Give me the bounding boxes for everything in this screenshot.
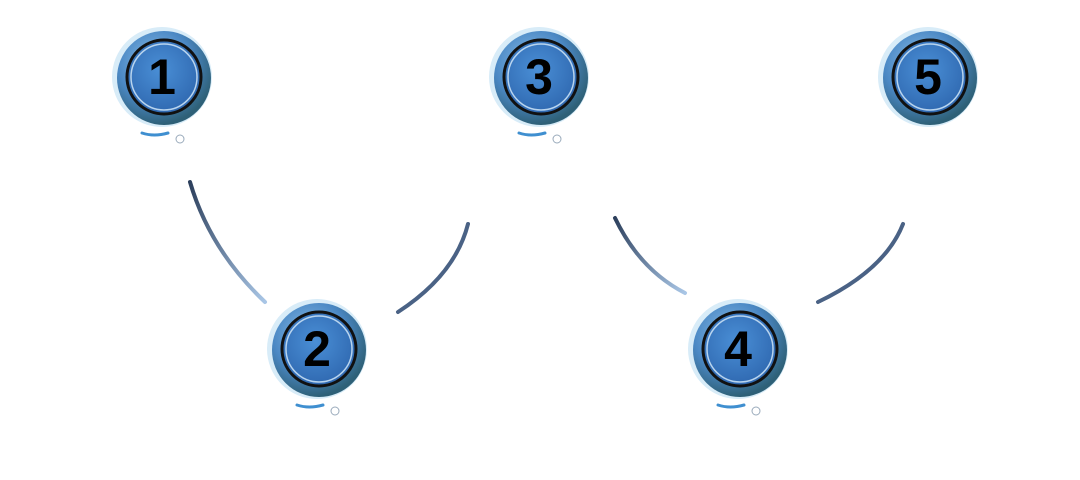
step-5-number: 5: [914, 49, 942, 105]
step-2-number: 2: [303, 321, 331, 377]
step-circle-4: [688, 299, 788, 416]
connector-3-4: [613, 216, 687, 295]
step-3-number: 3: [525, 49, 553, 105]
connector-4-5: [816, 222, 905, 304]
step-circle-2: [267, 299, 367, 416]
step-circle-5: [878, 27, 978, 127]
connector-1-2: [188, 180, 267, 304]
connector-2-3: [396, 222, 470, 314]
step-1-number: 1: [148, 49, 176, 105]
step-4-number: 4: [724, 321, 752, 377]
step-circle-1: [112, 27, 212, 144]
step-circle-3: [489, 27, 589, 144]
